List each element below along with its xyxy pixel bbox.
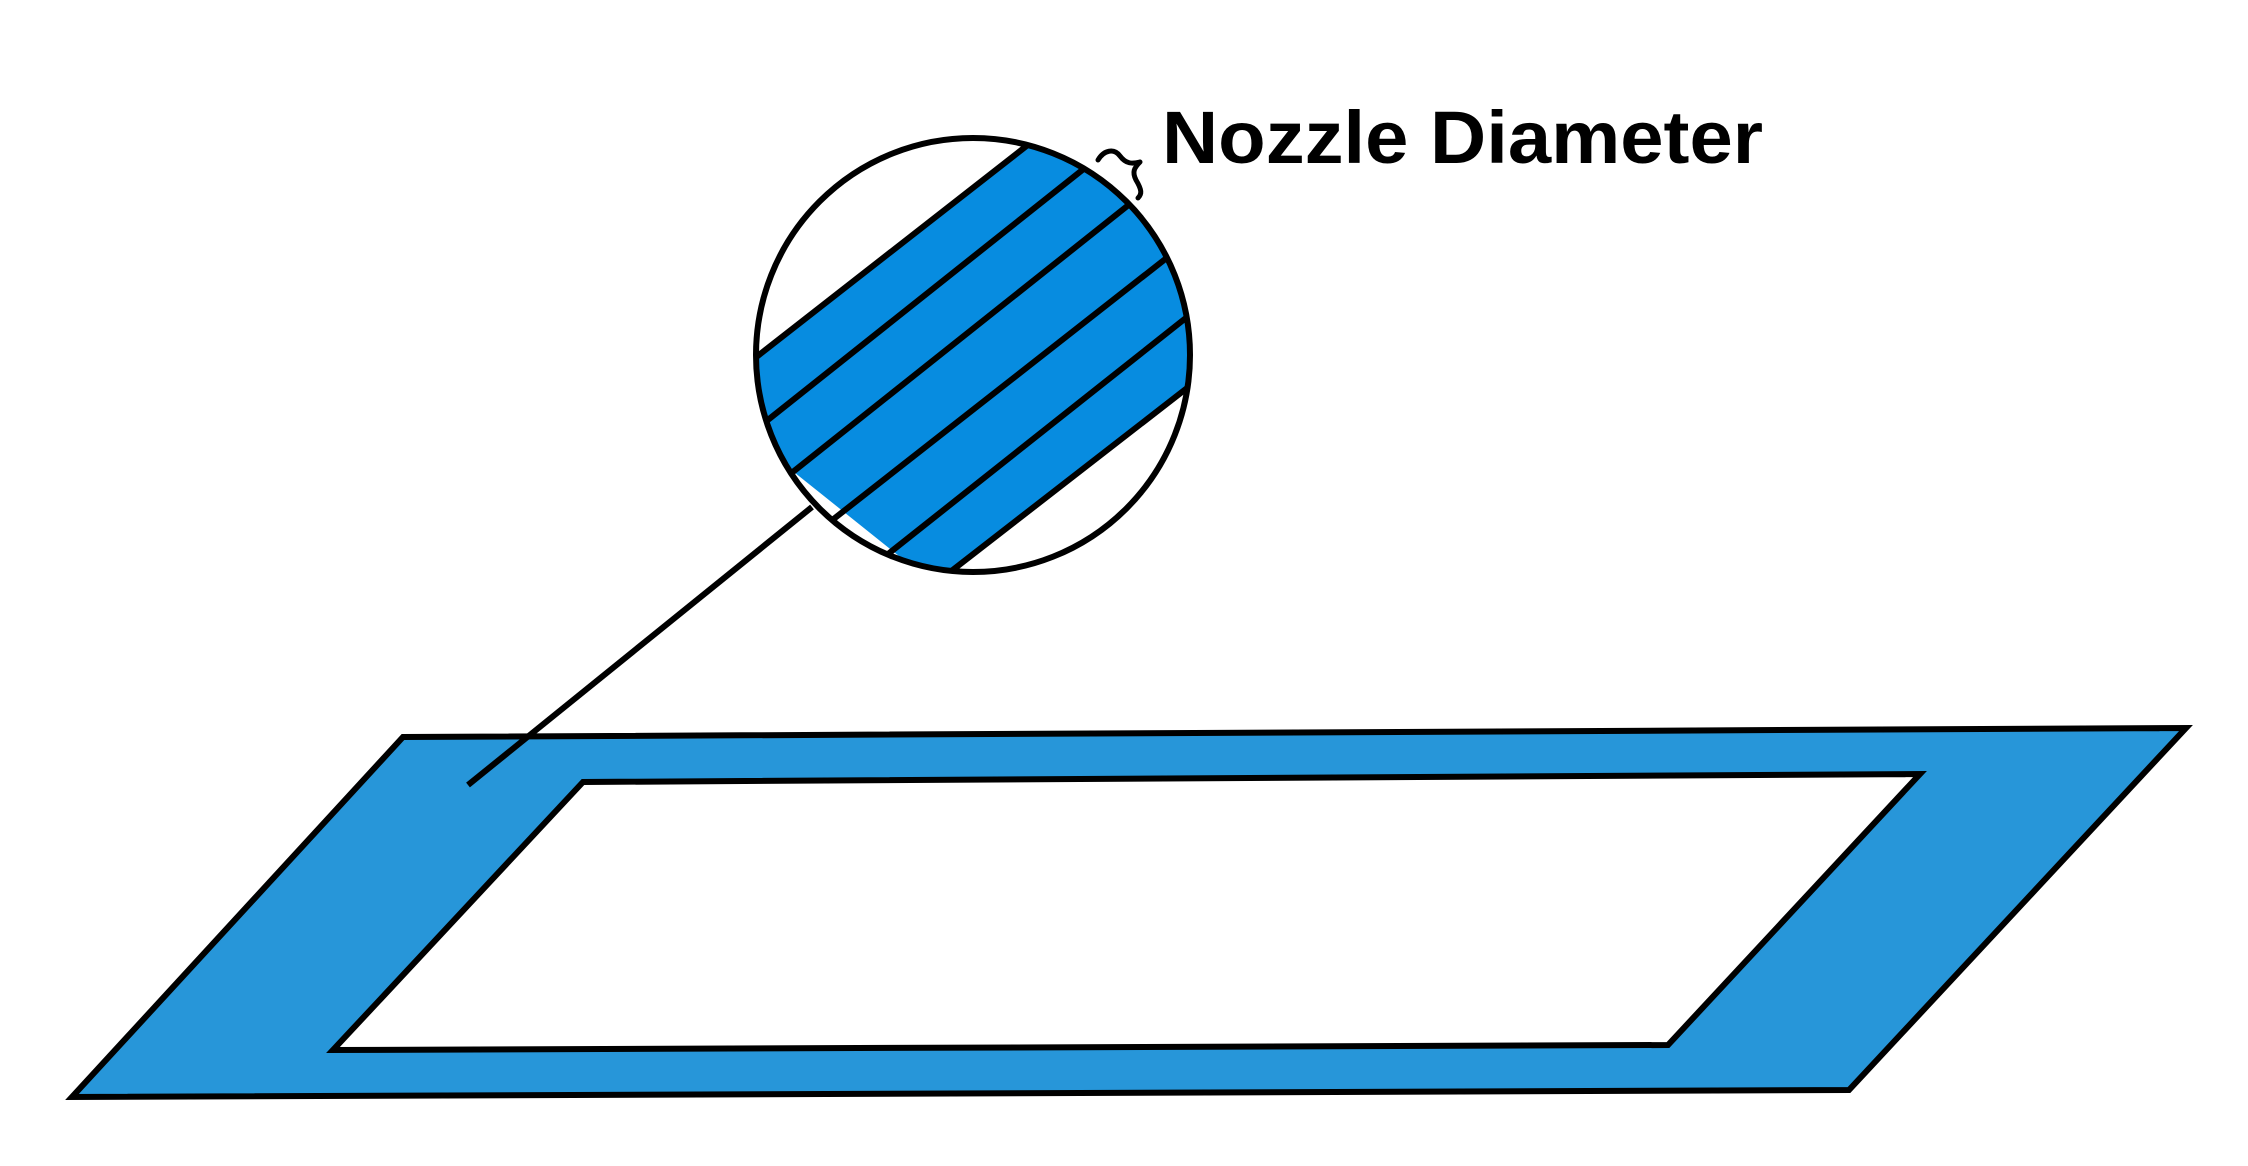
stripe-line-1 — [756, 138, 1072, 404]
stripe-line-4 — [778, 221, 1190, 564]
stripe-line-5 — [828, 280, 1190, 572]
extrusion-band — [756, 138, 1190, 572]
nozzle-diameter-brace-icon — [1095, 148, 1144, 201]
leader-line — [466, 504, 814, 788]
stripe-line-3 — [756, 177, 1162, 513]
print-layer-outline — [65, 724, 2193, 1101]
nozzle-diameter-label: Nozzle Diameter — [1162, 96, 1763, 179]
stripe-line-2 — [756, 145, 1112, 461]
magnifier-circle — [753, 135, 1193, 575]
extrusion-stripes — [756, 138, 1190, 572]
